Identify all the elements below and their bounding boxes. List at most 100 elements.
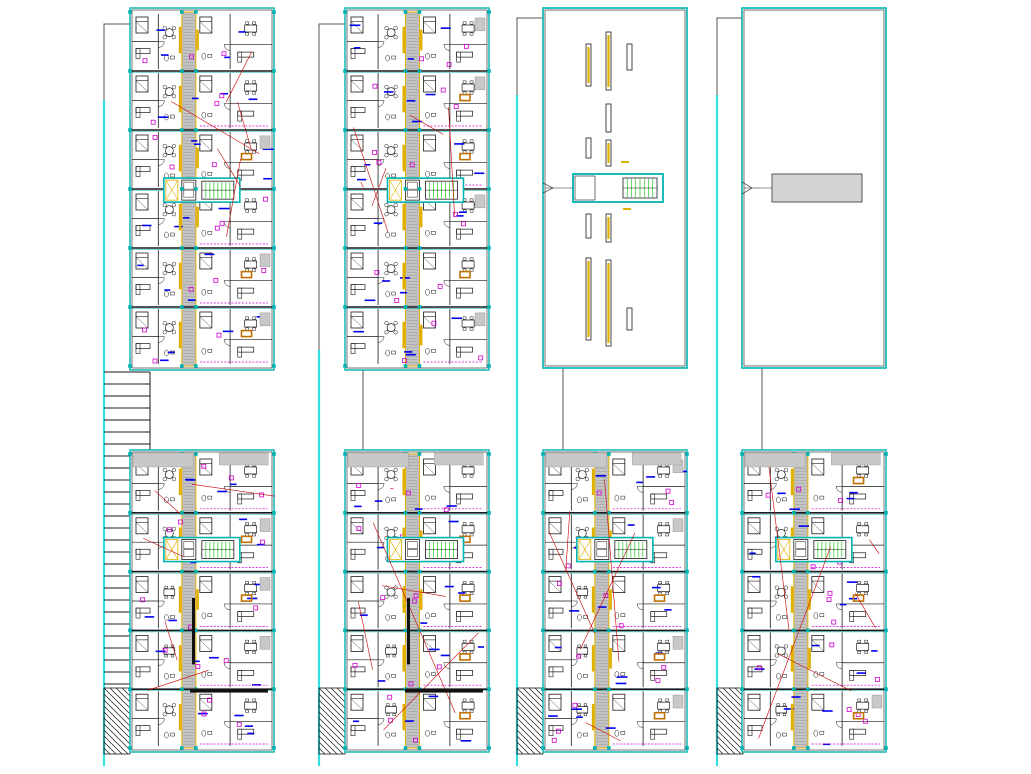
bed-sheet — [199, 580, 212, 593]
roof-column — [605, 31, 612, 91]
corridor-hatch — [182, 67, 195, 70]
toilet — [577, 731, 582, 739]
structural-column — [128, 128, 132, 132]
structural-column — [541, 628, 545, 633]
structural-column — [343, 746, 347, 750]
sofa-arm — [135, 284, 141, 295]
rug — [852, 476, 865, 485]
structural-column — [272, 452, 276, 456]
wash-basin — [170, 497, 175, 502]
structural-column — [593, 569, 597, 574]
corridor-hatch — [182, 262, 195, 265]
corridor-hatch — [794, 644, 807, 647]
structural-column — [272, 305, 276, 309]
red-annotation — [226, 158, 241, 237]
bed-sheet — [135, 698, 149, 711]
chair — [577, 713, 581, 717]
bed — [350, 311, 364, 329]
corridor-hatch — [794, 476, 807, 479]
toilet — [385, 290, 390, 298]
sofa-arm — [548, 666, 554, 678]
round-chair — [162, 703, 167, 708]
wash-basin — [170, 615, 175, 619]
sofa-arm — [350, 107, 356, 118]
round-table — [386, 28, 396, 38]
roof-column — [605, 139, 612, 167]
structural-column — [487, 569, 491, 574]
hatch-line — [716, 735, 736, 755]
structural-column — [194, 305, 198, 309]
rug — [459, 711, 471, 720]
corridor-hatch — [406, 671, 419, 674]
hatch-line — [103, 723, 131, 751]
toilet — [425, 494, 430, 502]
fixture-marker — [838, 498, 843, 503]
structural-column — [607, 511, 611, 515]
shaft-cross — [389, 179, 402, 201]
roof-column — [585, 43, 592, 87]
door-swing — [443, 280, 450, 287]
corridor-hatch — [406, 530, 419, 533]
dimension-tag — [451, 317, 463, 320]
sofa-arm — [650, 493, 656, 505]
round-chair — [162, 526, 167, 531]
dimension-tag — [444, 585, 454, 588]
structural-column — [194, 246, 198, 250]
bed-sheet — [423, 316, 436, 329]
round-table — [164, 28, 174, 38]
dimension-tag — [359, 614, 368, 616]
red-annotation — [604, 479, 620, 662]
corridor-hatch — [406, 575, 419, 578]
sofa-arm — [650, 728, 656, 740]
door-swing — [636, 486, 644, 493]
service-block — [474, 76, 486, 91]
corridor-hatch — [406, 683, 419, 686]
dining-table — [461, 319, 475, 328]
bed — [811, 576, 825, 593]
round-chair — [171, 467, 176, 473]
chair — [864, 522, 868, 526]
corridor-hatch — [794, 485, 807, 488]
corridor-hatch — [182, 482, 195, 485]
corridor-hatch — [794, 668, 807, 671]
corridor-hatch — [182, 352, 195, 355]
bed-sheet — [612, 580, 625, 593]
round-chair — [384, 330, 389, 335]
corridor-hatch — [182, 133, 195, 136]
yellow-wall-segment — [790, 586, 794, 613]
chair — [469, 581, 474, 585]
corridor-hatch — [406, 103, 419, 106]
chair — [469, 209, 474, 213]
bed-sheet — [135, 257, 149, 270]
corridor-hatch — [182, 208, 195, 211]
corridor-hatch — [182, 25, 195, 28]
door-swing — [223, 44, 231, 51]
dimension-tag — [636, 481, 643, 484]
structural-column — [343, 10, 347, 14]
dimension-tag — [569, 610, 580, 612]
dining-table — [461, 584, 475, 592]
structural-column — [180, 569, 184, 574]
dimension-tag — [595, 474, 607, 477]
corridor-hatch — [595, 503, 608, 506]
chair — [583, 595, 588, 599]
corridor-hatch — [182, 265, 195, 268]
structural-column — [272, 364, 276, 368]
round-chair — [162, 262, 167, 267]
service-block — [474, 194, 486, 209]
door-swing — [443, 162, 450, 169]
corridor-hatch — [406, 361, 419, 364]
round-chair — [384, 212, 389, 217]
corridor-hatch — [182, 334, 195, 337]
round-table — [776, 587, 786, 597]
terrace-strip — [632, 452, 682, 466]
dining-table — [461, 24, 475, 33]
corridor-hatch — [406, 136, 419, 139]
corridor-hatch — [182, 728, 195, 731]
corridor-hatch — [794, 647, 807, 650]
dimension-tag — [376, 546, 385, 549]
dimension-tag — [440, 27, 451, 29]
red-annotation — [372, 522, 456, 714]
corridor-hatch — [182, 256, 195, 259]
corridor-hatch — [595, 668, 608, 671]
